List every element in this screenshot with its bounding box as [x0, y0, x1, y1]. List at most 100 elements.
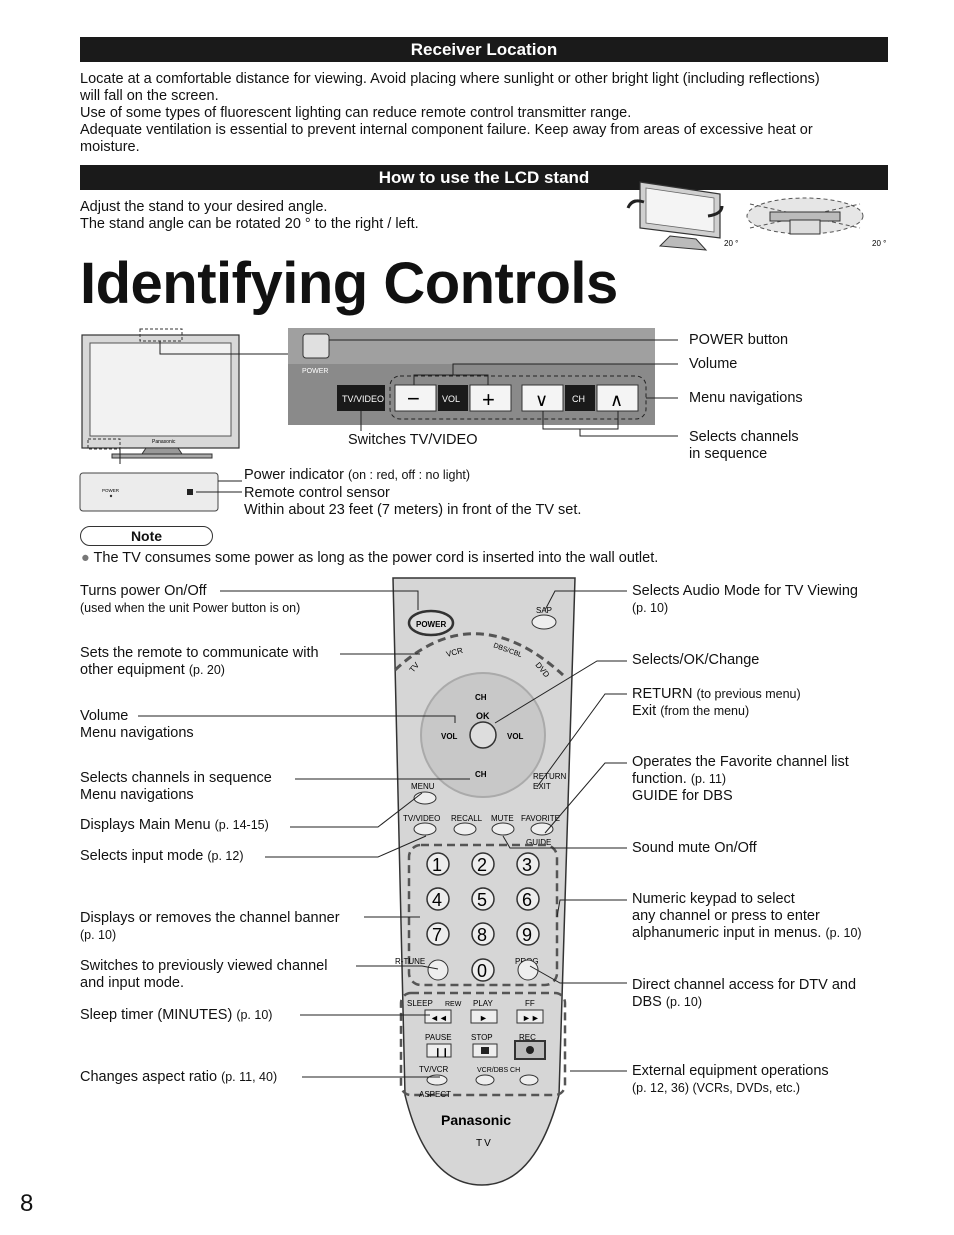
svg-text:1: 1 — [432, 855, 442, 875]
remote-sensor-icon — [187, 489, 193, 495]
panel-power-button — [302, 333, 330, 359]
label-sleep: Sleep timer (MINUTES) (p. 10) — [80, 1007, 273, 1023]
tv-panel-diagram: Panasonic POWER POWER TV/VIDEO − VOL + ∨… — [79, 328, 678, 512]
receiver-text: Locate at a comfortable distance for vie… — [80, 71, 820, 156]
remote-ch-bottom: CH — [475, 770, 487, 779]
svg-text:8: 8 — [477, 925, 487, 945]
remote-ff-text: FF — [525, 999, 535, 1008]
label-banner: Displays or removes the channel banner (… — [80, 910, 340, 942]
switches-tvvideo-label: Switches TV/VIDEO — [348, 432, 478, 448]
remote-favorite-text: FAVORITE — [521, 814, 560, 823]
remote-menu-text: MENU — [411, 782, 435, 791]
svg-text:9: 9 — [522, 925, 532, 945]
remote-rew-button — [424, 1009, 452, 1024]
remote-stop-text: STOP — [471, 1033, 493, 1042]
remote-tvvideo-text: TV/VIDEO — [403, 814, 440, 823]
remote-vol-left: VOL — [441, 732, 458, 741]
remote-ok-text: OK — [476, 711, 490, 721]
remote-control: POWER SAP TV VCR DBS/CBL DVD CH OK VOL V… — [392, 577, 576, 1186]
remote-ok-button — [469, 721, 497, 749]
remote-power-text: POWER — [416, 620, 446, 629]
remote-play-text: PLAY — [473, 999, 494, 1008]
panel-tvvideo-button — [337, 385, 385, 411]
selects-channels-line: in sequence — [689, 446, 768, 462]
remote-vcrdbs-text: VCR/DBS CH — [477, 1067, 520, 1074]
tv-brand-label: Panasonic — [152, 439, 176, 445]
front-power-label: POWER — [102, 488, 120, 493]
remote-return-text: RETURN — [533, 772, 567, 781]
receiver-line: Locate at a comfortable distance for vie… — [80, 71, 820, 87]
rotate-arrow-icon — [707, 205, 724, 218]
label-numeric: Numeric keypad to select any channel or … — [632, 891, 862, 941]
remote-tvvideo-button — [413, 822, 437, 836]
remote-ff-button — [516, 1009, 544, 1024]
label-return-exit: RETURN (to previous menu) Exit (from the… — [632, 686, 801, 719]
remote-pause-button — [426, 1043, 452, 1058]
stand-illustration: 20 ° 20 ° — [626, 181, 886, 251]
remote-exit-text: EXIT — [533, 782, 551, 791]
label-power: Turns power On/Off (used when the unit P… — [80, 583, 301, 615]
svg-text:4: 4 — [432, 890, 442, 910]
remote-sleep-text: SLEEP — [407, 999, 433, 1008]
svg-text:+: + — [482, 387, 495, 412]
svg-text:►: ► — [479, 1013, 488, 1023]
remote-rec-text: REC — [519, 1033, 536, 1042]
remote-vcrdbs-down-button — [475, 1074, 495, 1086]
remote-recall-button — [453, 822, 477, 836]
remote-pause-text: PAUSE — [425, 1033, 452, 1042]
label-sets-remote: Sets the remote to communicate with othe… — [80, 645, 319, 678]
label-previous: Switches to previously viewed channel an… — [80, 958, 328, 991]
remote-guide-text: GUIDE — [526, 838, 551, 847]
panel-ch-up-button — [596, 384, 639, 412]
remote-play-button — [470, 1009, 498, 1024]
svg-text:❙❙: ❙❙ — [434, 1047, 449, 1058]
panel-tvvideo-label: TV/VIDEO — [342, 394, 384, 404]
remote-rew-text: REW — [445, 1001, 462, 1008]
receiver-line: will fall on the screen. — [80, 88, 219, 104]
svg-text:∧: ∧ — [610, 390, 623, 410]
remote-vol-right: VOL — [507, 732, 524, 741]
label-input: Selects input mode (p. 12) — [80, 848, 244, 864]
receiver-line: Use of some types of fluorescent lightin… — [80, 105, 632, 121]
volume-label: Volume — [689, 356, 738, 372]
remote-mute-button — [491, 822, 515, 836]
label-aspect: Changes aspect ratio (p. 11, 40) — [80, 1069, 278, 1085]
remote-aspect-text: ASPECT — [419, 1090, 451, 1099]
svg-text:−: − — [407, 386, 420, 411]
label-audio: Selects Audio Mode for TV Viewing (p. 10… — [632, 583, 858, 615]
remote-vcrdbs-up-button — [519, 1074, 539, 1086]
label-volume: Volume Menu navigations — [80, 708, 194, 741]
remote-power-button — [407, 609, 455, 637]
section-heading-receiver: Receiver Location — [80, 37, 888, 62]
remote-mute-text: MUTE — [491, 814, 514, 823]
receiver-line: moisture. — [80, 139, 140, 155]
stand-line: Adjust the stand to your desired angle. — [80, 199, 328, 215]
svg-text:6: 6 — [522, 890, 532, 910]
svg-text:∨: ∨ — [535, 390, 548, 410]
svg-text:►►: ►► — [522, 1013, 540, 1023]
label-external: External equipment operations (p. 12, 36… — [632, 1063, 829, 1095]
remote-tvvcr-text: TV/VCR — [419, 1065, 449, 1074]
page-number: 8 — [20, 1190, 34, 1217]
power-indicator-icon — [109, 494, 113, 498]
remote-leader-lines — [138, 590, 627, 1078]
section-heading-stand: How to use the LCD stand — [80, 165, 888, 190]
remote-brand-text: Panasonic — [441, 1112, 511, 1128]
stand-text: Adjust the stand to your desired angle. … — [80, 199, 419, 233]
angle-right-label: 20 ° — [872, 239, 886, 248]
menu-nav-label: Menu navigations — [689, 390, 803, 406]
panel-vol-up-button — [469, 384, 512, 412]
power-indicator-label: Power indicator (on : red, off : no ligh… — [244, 467, 471, 483]
label-menu: Displays Main Menu (p. 14-15) — [80, 817, 269, 833]
label-favorite: Operates the Favorite channel list funct… — [632, 754, 849, 804]
note-text: ● The TV consumes some power as long as … — [81, 550, 659, 566]
svg-text:2: 2 — [477, 855, 487, 875]
panel-power-label: POWER — [302, 368, 328, 375]
remote-rtune-button — [427, 959, 449, 981]
remote-favorite-button — [530, 822, 554, 836]
remote-sensor-label: Remote control sensor Within about 23 fe… — [244, 485, 582, 518]
remote-ch-top: CH — [475, 693, 487, 702]
label-ok: Selects/OK/Change — [632, 652, 760, 668]
panel-vol-label: VOL — [442, 394, 460, 404]
remote-sap-button — [531, 614, 557, 630]
